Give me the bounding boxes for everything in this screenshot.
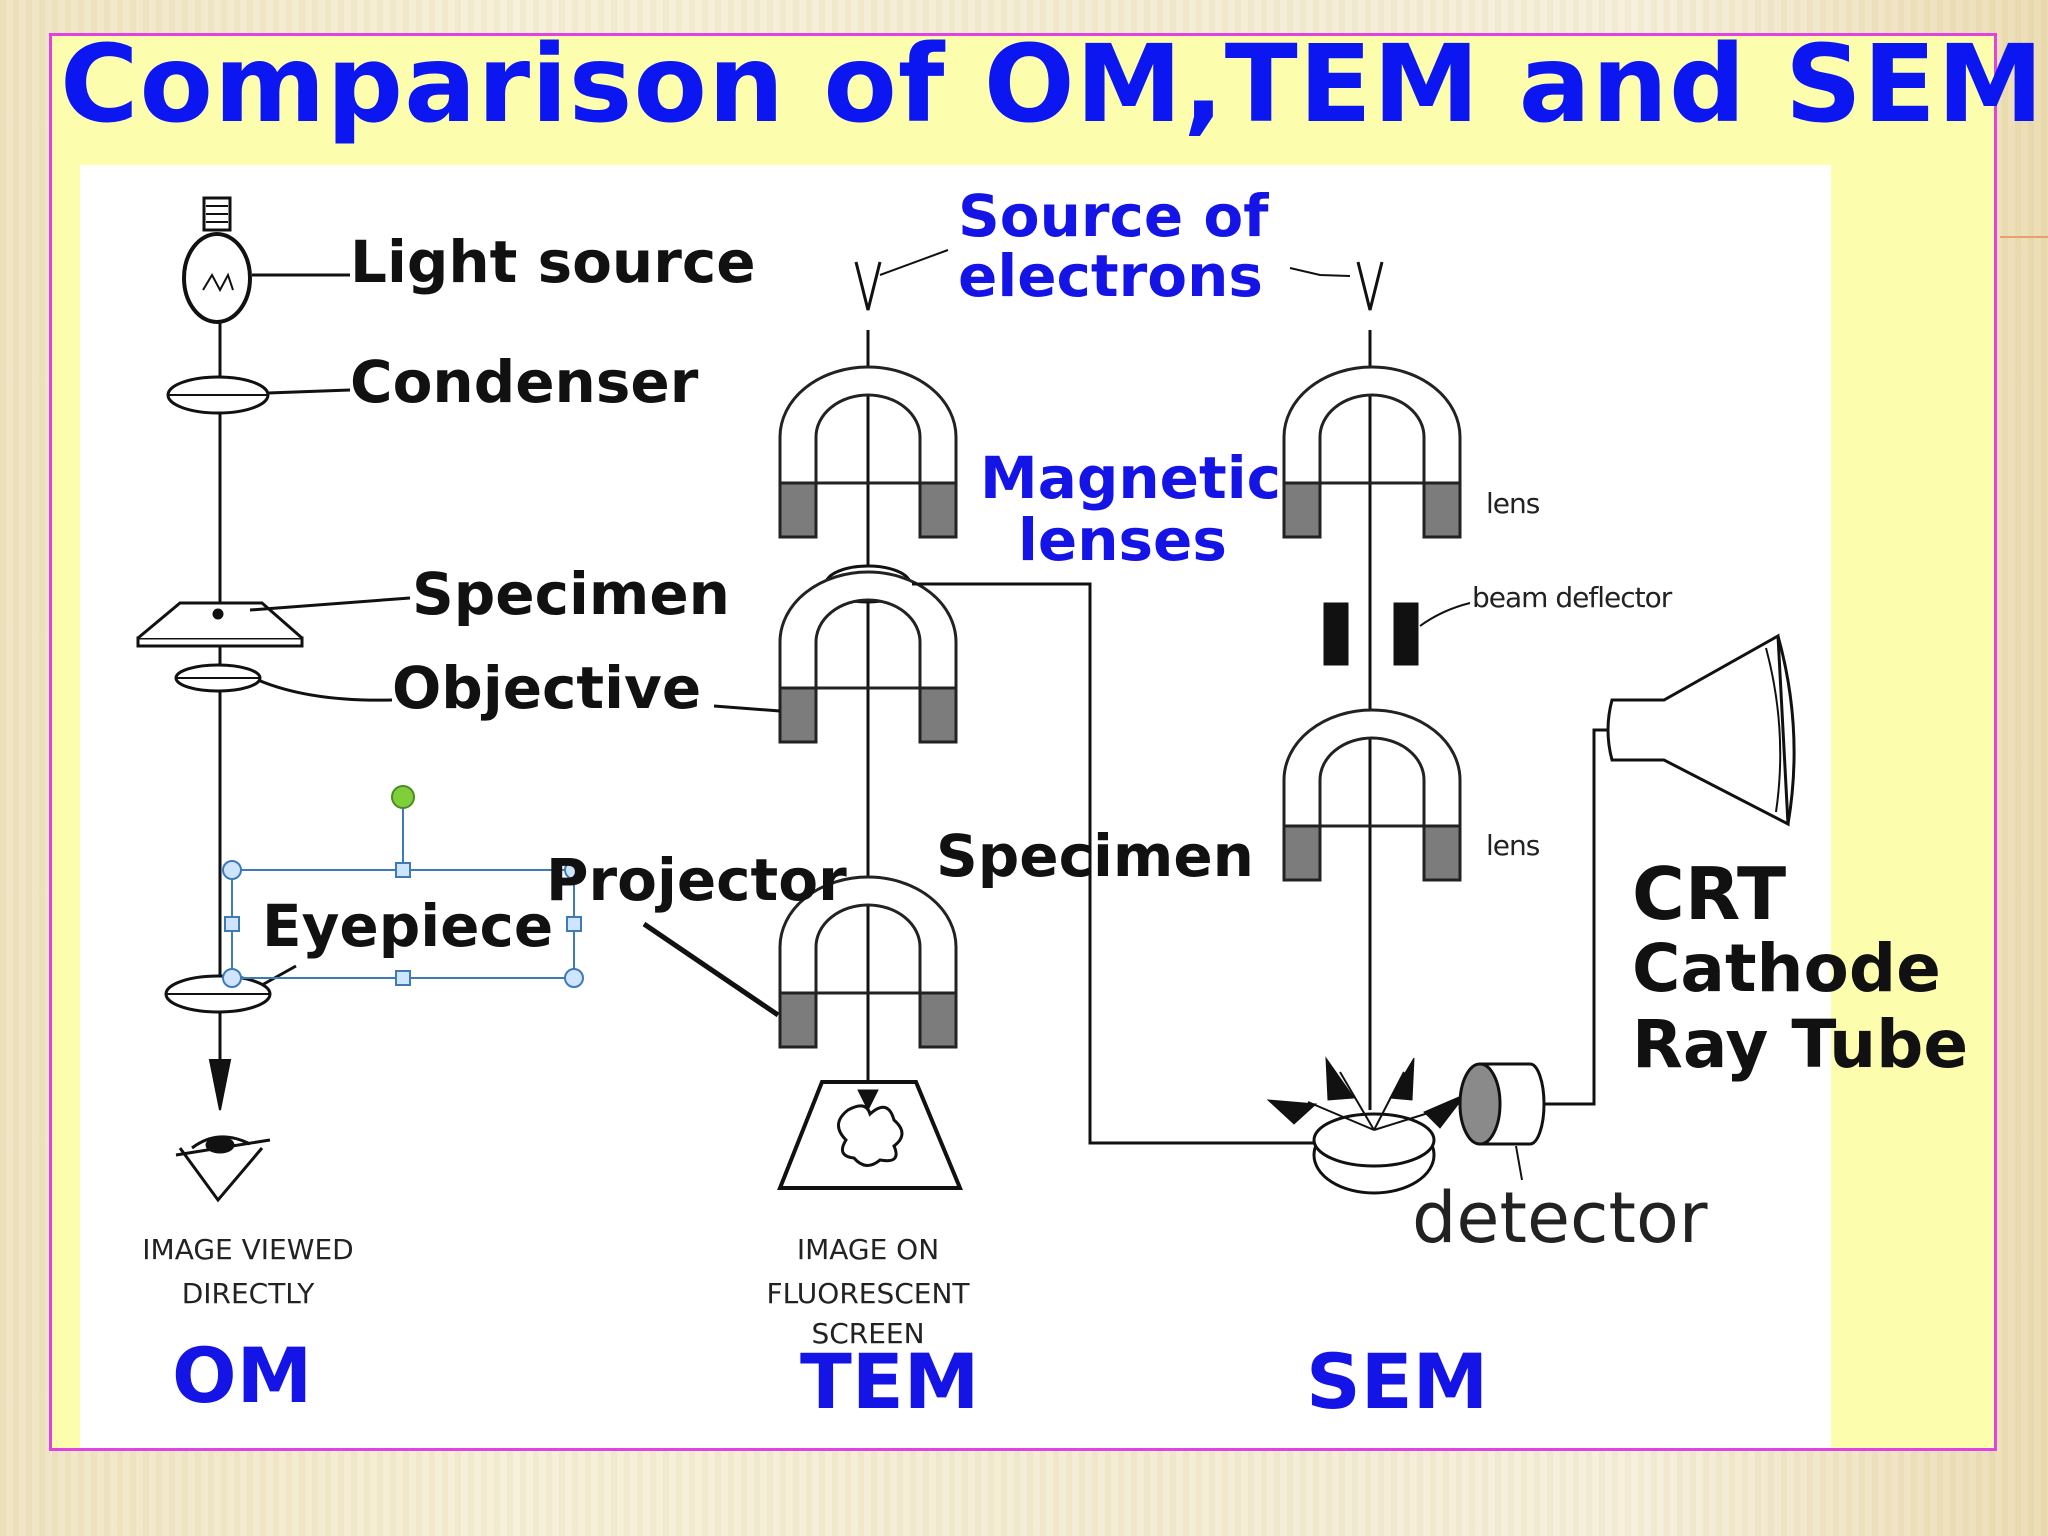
objective-lens-icon — [174, 663, 262, 693]
sem-electron-gun-icon — [1356, 261, 1384, 311]
objective-label: Objective — [392, 654, 702, 722]
diagram-panel — [80, 165, 1831, 1448]
detector-to-crt-wire — [1544, 728, 1612, 1106]
sem-column-label: SEM — [1306, 1337, 1489, 1426]
tem-caption-line3: SCREEN — [811, 1317, 925, 1350]
om-caption-line2: DIRECTLY — [181, 1277, 315, 1310]
detector-leader — [1515, 1145, 1523, 1181]
crt-ray-tube-label: Ray Tube — [1632, 1006, 1969, 1083]
projector-label: Projector — [546, 846, 847, 914]
beam-deflector-plate-left — [1323, 602, 1349, 666]
down-arrow-icon — [208, 1059, 232, 1111]
eyepiece-label: Eyepiece — [262, 892, 554, 960]
eyepiece-selection-frame — [222, 785, 584, 988]
eye-icon — [175, 1135, 271, 1203]
objective-to-tem-leader — [713, 704, 781, 713]
specimen-connection-wire — [912, 582, 1352, 1145]
tem-caption-line1: IMAGE ON — [796, 1233, 940, 1266]
crt-cathode-label: Cathode — [1632, 930, 1941, 1007]
beam-deflector-label: beam deflector — [1472, 581, 1672, 614]
source-of-electrons-line2: electrons — [958, 242, 1263, 310]
slide-title: Comparison of OM,TEM and SEM — [60, 23, 2045, 147]
om-column-label: OM — [172, 1331, 313, 1420]
detector-icon — [1458, 1062, 1546, 1146]
emission-arrows-icon — [1266, 1056, 1468, 1129]
tem-column — [642, 249, 1352, 1190]
crt-tube-icon — [1606, 633, 1796, 827]
condenser-lens-icon — [166, 375, 270, 415]
om-specimen-label: Specimen — [412, 560, 730, 628]
light-bulb-icon — [182, 196, 252, 324]
om-specimen-leader — [249, 596, 411, 612]
eyepiece-lens-icon — [164, 974, 272, 1014]
decorative-accent-line — [2000, 236, 2048, 238]
magnetic-lenses-line2: lenses — [1018, 506, 1227, 574]
condenser-leader — [267, 388, 351, 395]
eyepiece-leader — [261, 964, 297, 987]
om-caption-line1: IMAGE VIEWED — [142, 1233, 354, 1266]
tem-specimen-label: Specimen — [936, 822, 1254, 890]
sem-lower-lens-icon — [1282, 708, 1462, 882]
microscope-diagram — [136, 196, 1796, 1203]
tem-column-label: TEM — [800, 1337, 980, 1426]
magnetic-lenses-line1: Magnetic — [980, 444, 1281, 512]
tem-caption-line2: FLUORESCENT — [766, 1277, 970, 1310]
om-column — [136, 196, 411, 1203]
fluorescent-screen-icon — [777, 1080, 963, 1190]
source-of-electrons-line1: Source of — [958, 182, 1269, 250]
sem-lower-lens-label: lens — [1486, 829, 1540, 862]
objective-leader — [257, 678, 393, 702]
sem-upper-lens-icon — [1282, 365, 1462, 539]
projector-leader — [642, 921, 780, 1018]
tem-source-leader — [879, 249, 949, 276]
sem-upper-lens-label: lens — [1486, 487, 1540, 520]
beam-deflector-plate-right — [1393, 602, 1419, 666]
sem-specimen-icon — [1307, 1071, 1439, 1195]
beam-deflector-leader — [1419, 602, 1471, 627]
condenser-label: Condenser — [350, 348, 699, 416]
light-source-label: Light source — [350, 228, 756, 296]
tem-electron-gun-icon — [854, 261, 882, 311]
crt-label: CRT — [1632, 852, 1787, 936]
rotation-handle-icon — [391, 785, 415, 809]
specimen-stage-icon — [136, 601, 304, 648]
sem-column — [1266, 261, 1796, 1195]
detector-label: detector — [1412, 1177, 1708, 1259]
sem-source-leader — [1289, 267, 1351, 277]
